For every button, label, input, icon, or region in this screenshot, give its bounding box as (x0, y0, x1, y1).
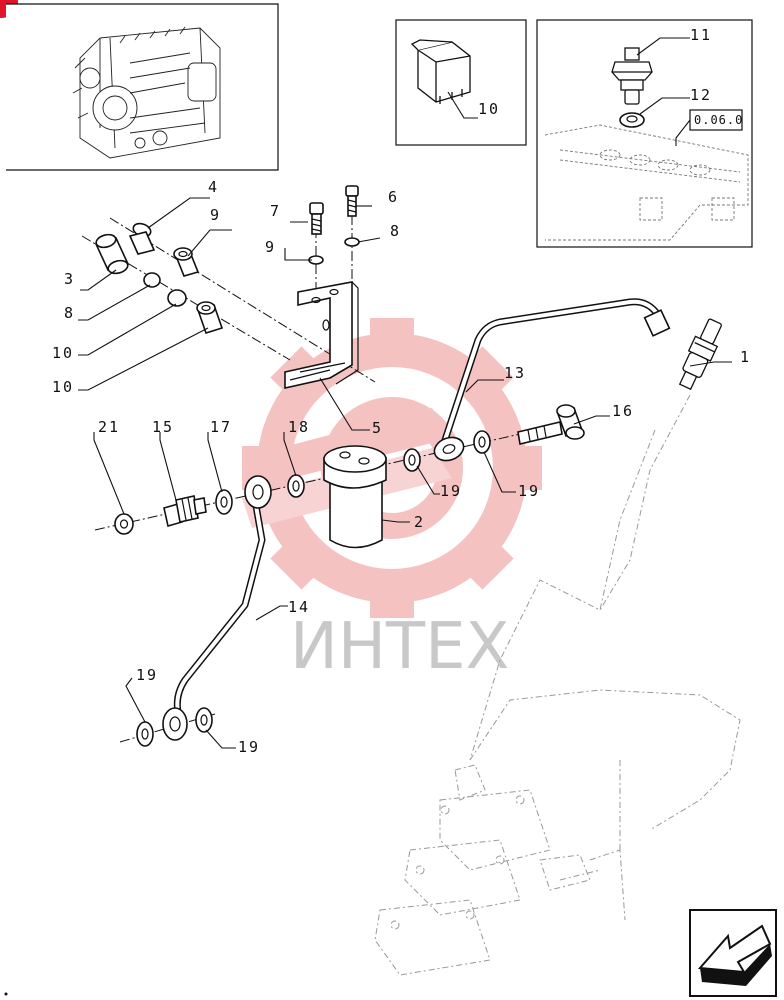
watermark-logo-icon (242, 318, 542, 618)
part-10-bushing-top (173, 247, 200, 277)
part-19-washer-d (473, 430, 491, 454)
callout-15: 13 (504, 364, 526, 382)
callout-2: 2 (414, 513, 425, 531)
callout-8-top: 8 (390, 222, 401, 240)
callout-21: 21 (98, 418, 120, 436)
inset-part-12: 10 (395, 19, 527, 146)
part-21-washer (114, 513, 134, 535)
callout-20-b: 19 (238, 738, 260, 756)
watermark-text: ИНТЕХ (290, 610, 509, 684)
part-4-spacer (128, 222, 156, 255)
callout-3: 3 (64, 270, 75, 288)
callout-1: 1 (740, 348, 751, 366)
part-1-injector (678, 318, 722, 391)
part-6-bolt (345, 185, 359, 217)
callout-19-a: 17 (210, 418, 232, 436)
part-8-washer-left (143, 272, 161, 288)
callout-12: 10 (478, 100, 500, 118)
callout-9: 9 (265, 238, 276, 256)
arrow-back-icon[interactable] (689, 909, 777, 997)
callout-19-b: 18 (288, 418, 310, 436)
part-20-washer-a (136, 721, 154, 747)
callout-20-a: 19 (136, 666, 158, 684)
callout-13: 11 (690, 26, 712, 44)
part-3-spacer (94, 233, 130, 275)
part-5-bracket (284, 281, 359, 389)
part-17-fitting (163, 495, 207, 528)
engine-thumbnail (6, 3, 279, 171)
engine-outline-ghost (374, 394, 741, 976)
part-19-washer-a (215, 489, 233, 515)
callout-19-c: 19 (440, 482, 462, 500)
inset-reference: 0.06.0 (694, 113, 743, 127)
part-11-washer (167, 289, 187, 307)
page-dot (4, 992, 8, 996)
pipe-16 (162, 475, 272, 741)
inset-parts-13-14: 11 12 0.06.0 (536, 19, 753, 248)
part-19-washer-b (287, 474, 305, 498)
part-18-banjo-bolt (517, 404, 585, 445)
leader-lines (78, 197, 732, 749)
part-19-washer-c (403, 448, 421, 472)
callout-17: 15 (152, 418, 174, 436)
part-2-filter (323, 445, 387, 549)
callout-5: 5 (372, 419, 383, 437)
callout-6: 6 (388, 188, 399, 206)
callout-8-left: 8 (64, 304, 75, 322)
callout-7: 7 (270, 202, 281, 220)
part-20-washer-b (195, 707, 213, 733)
callout-10-bottom: 10 (52, 378, 74, 396)
callout-11: 10 (52, 344, 74, 362)
callout-19-d: 19 (518, 482, 540, 500)
part-10-bushing-bottom (196, 301, 224, 334)
callout-18: 16 (612, 402, 634, 420)
callout-10-top: 9 (210, 206, 221, 224)
pipe-15 (433, 298, 671, 462)
part-8-washer-top (344, 237, 360, 247)
callout-4: 4 (208, 178, 219, 196)
callout-14: 12 (690, 86, 712, 104)
callout-16: 14 (288, 598, 310, 616)
part-7-bolt (309, 202, 324, 235)
